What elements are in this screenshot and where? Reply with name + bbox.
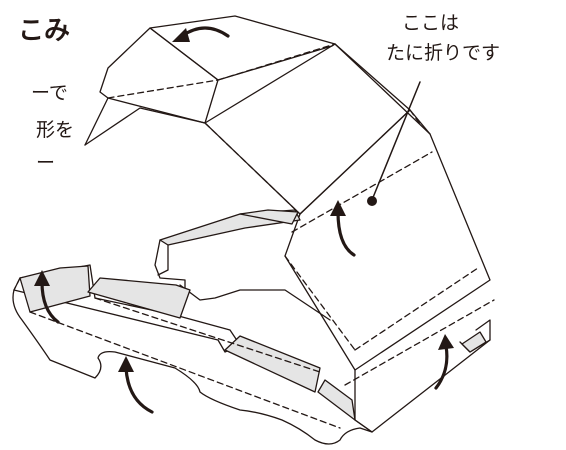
fold-line <box>217 43 336 81</box>
roof-panels <box>84 15 491 371</box>
leader-dot <box>367 196 377 206</box>
bottom-edge-rear <box>354 339 491 433</box>
curved-arrow-icon <box>172 26 230 42</box>
fold-line <box>409 109 421 125</box>
fold-line <box>107 79 219 99</box>
roof-top-panel <box>149 15 336 81</box>
side-text-fragment: ーで <box>31 82 68 104</box>
rear-tab-flap <box>461 331 487 353</box>
fold-line <box>94 297 321 373</box>
fold-line <box>291 151 433 233</box>
fold-line <box>204 122 301 215</box>
fold-arrows <box>34 26 454 414</box>
fold-lines-lower <box>13 277 341 429</box>
heading-fragment: こみ <box>18 16 71 46</box>
fold-lines-valley <box>107 43 495 386</box>
roof-main-panel <box>204 43 411 215</box>
curved-arrow-icon <box>434 334 454 390</box>
rear-glue-flap <box>317 379 356 421</box>
roof-front-flap <box>99 27 219 124</box>
leader-line <box>371 81 421 201</box>
body-right-panel <box>284 109 491 371</box>
curved-arrow-icon <box>118 356 154 414</box>
seat-support <box>157 244 169 276</box>
door-glue-flap <box>224 335 321 393</box>
lower-body <box>12 264 491 445</box>
roof-side-edge <box>334 43 431 135</box>
interior-pieces <box>154 209 331 321</box>
fold-line <box>354 267 479 351</box>
side-text-fragment: ー <box>36 152 56 174</box>
fold-line <box>284 255 356 351</box>
side-text-fragment: 形を <box>36 119 75 141</box>
callout-leader <box>367 81 421 206</box>
callout-note-line1: ここは <box>402 12 460 34</box>
bottom-wheel-edge <box>12 289 373 445</box>
fold-line <box>29 311 341 429</box>
callout-note-line2: たに折りです <box>386 42 501 64</box>
fold-line <box>13 277 21 291</box>
fold-line <box>344 299 495 386</box>
roof-front-fold-flap <box>84 107 206 146</box>
seat-back-flap-right <box>239 209 299 225</box>
curved-arrow-icon <box>34 270 60 324</box>
curved-arrow-icon <box>330 200 356 257</box>
inner-floor <box>179 284 331 321</box>
left-glue-flap <box>19 265 91 313</box>
seat-base <box>154 239 186 289</box>
middle-glue-flap <box>87 277 191 319</box>
roof-front-edge <box>84 97 109 146</box>
